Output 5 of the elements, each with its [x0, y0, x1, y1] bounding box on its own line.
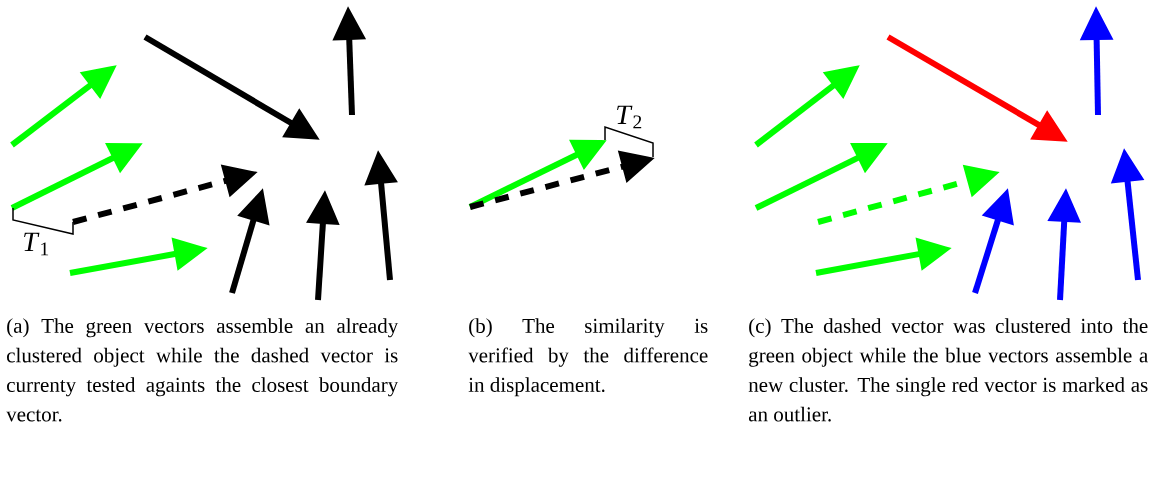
interval-label: T$_{2}$	[617, 105, 642, 129]
caption: (a) The green vectors assemble an already clustered object while the dashed vector is currenty tested againts the closest boundary vector.	[6, 318, 399, 422]
caption: (b) The similarity is verified by the difference in displacement.	[468, 318, 708, 397]
caption: (c) The dashed vector was clustered into the green object while the blue vectors assemble a new cluster. The single red vector is marked as an outlier.	[748, 318, 1148, 422]
interval-label: T$_{1}$	[24, 232, 49, 256]
